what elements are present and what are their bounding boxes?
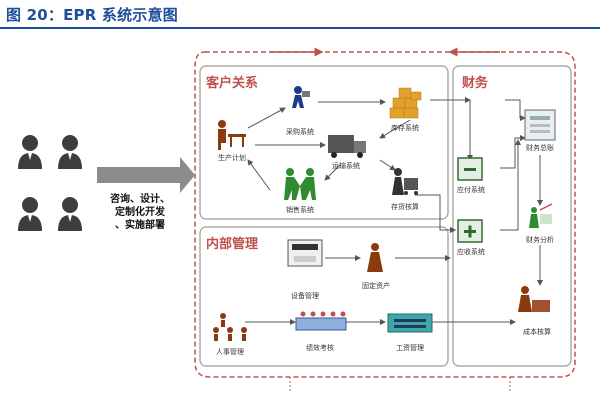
outer-dashed-border [194, 51, 576, 378]
arrow-caption-line-2: 定制化开发 [115, 207, 165, 218]
internal-box [199, 226, 449, 367]
section-finance-title: 财务 [462, 76, 489, 91]
cost-accounting-icon [518, 286, 550, 312]
finance-total-icon [524, 109, 556, 141]
purchase-icon [292, 86, 310, 108]
node-equipment-label: 设备管理 [291, 292, 319, 300]
customer-box [199, 65, 449, 220]
node-finance-total-label: 财务总账 [526, 144, 554, 152]
node-production-label: 生产计划 [218, 154, 246, 162]
finance-analysis-icon [529, 203, 553, 228]
arrow-caption: 咨询、设计、 定制化开发 、实施部署 [100, 193, 180, 232]
node-stock-accounting-label: 存货核算 [391, 203, 419, 211]
node-sales-label: 销售系统 [286, 206, 314, 214]
title-rule [0, 27, 600, 29]
hr-icon [213, 313, 247, 341]
node-fixed-assets-label: 固定资产 [362, 282, 390, 290]
node-performance-label: 绩效考核 [306, 344, 334, 352]
equipment-icon [287, 239, 323, 267]
node-receivable-label: 应收系统 [457, 248, 485, 256]
big-arrow [97, 157, 195, 193]
production-icon [218, 120, 246, 150]
node-finance-analysis-label: 财务分析 [526, 236, 554, 244]
transport-icon [328, 135, 366, 158]
section-customer-title: 客户关系 [206, 76, 259, 91]
node-purchase-label: 采购系统 [286, 128, 314, 136]
fixed-assets-icon [367, 243, 383, 272]
node-payable-label: 应付系统 [457, 186, 485, 194]
performance-icon [295, 311, 347, 331]
finance-box [452, 65, 572, 367]
figure-title: 图 20：EPR 系统示意图 [6, 6, 178, 24]
payroll-icon [387, 313, 433, 333]
node-transport-label: 运输系统 [332, 162, 360, 170]
section-internal-title: 内部管理 [206, 237, 259, 252]
node-hr-label: 人事管理 [216, 348, 244, 356]
node-inventory-label: 库存系统 [391, 124, 419, 132]
sales-icon [284, 168, 316, 200]
stock-accounting-icon [392, 168, 418, 195]
inventory-icon [389, 87, 422, 119]
node-payroll-label: 工资管理 [396, 344, 424, 352]
people-icons [18, 135, 82, 231]
arrow-caption-line-1: 咨询、设计、 [110, 194, 170, 205]
receivable-icon [457, 219, 483, 243]
payable-icon [457, 157, 483, 181]
arrow-caption-line-3: 、实施部署 [115, 220, 165, 231]
node-cost-accounting-label: 成本核算 [523, 328, 551, 336]
